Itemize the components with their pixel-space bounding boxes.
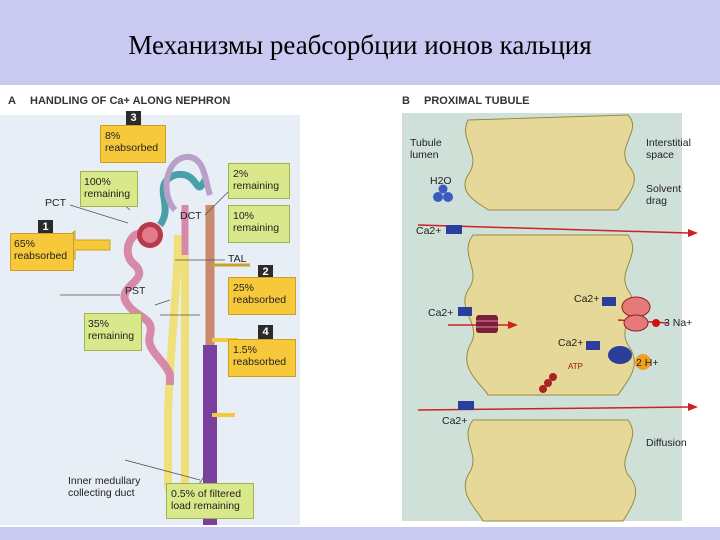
panel-proximal-tubule: B PROXIMAL TUBULE Tubule lumen Interstit… (388, 85, 720, 527)
nephron-diagram (0, 115, 300, 525)
box-number-1: 1 (38, 220, 53, 234)
label-tal: TAL (228, 253, 247, 265)
reabsorbed-box-3: 8% reabsorbed (100, 125, 166, 163)
remaining-2-text: 2% remaining (233, 168, 280, 192)
reabsorbed-box-2: 25% reabsorbed (228, 277, 296, 315)
remaining-box-10: 10% remaining (228, 205, 290, 243)
panel-a-letter: A (8, 95, 16, 107)
panel-b-letter: B (402, 95, 410, 107)
box-number-2: 2 (258, 265, 273, 279)
solvent-drag-label: Solvent drag (646, 183, 682, 207)
box-number-3: 3 (126, 111, 141, 125)
ca-label-1: Ca2+ (416, 225, 442, 237)
ca-label-4: Ca2+ (558, 337, 584, 349)
final-remaining-text: 0.5% of filtered load remaining (171, 488, 242, 512)
reabsorbed-4-text: 1.5% reabsorbed (233, 344, 287, 368)
na-label: 3 Na+ (664, 317, 693, 329)
ca-label-2: Ca2+ (428, 307, 454, 319)
label-pct: PCT (45, 197, 66, 209)
page-title: Механизмы реабсорбции ионов кальция (128, 30, 592, 60)
tubule-lumen-label: Tubule lumen (410, 137, 442, 161)
ca-label-3: Ca2+ (574, 293, 600, 305)
label-dct: DCT (180, 210, 202, 222)
interstitial-space-label: Interstitial space (646, 137, 691, 161)
remaining-box-100: 100% remaining (80, 171, 138, 207)
remaining-10-text: 10% remaining (233, 210, 280, 234)
panel-nephron: A HANDLING OF Ca+ ALONG NEPHRON 3 8% rea… (0, 85, 388, 527)
reabsorbed-box-4: 1.5% reabsorbed (228, 339, 296, 377)
h-label: 2 H+ (636, 357, 659, 369)
proximal-tubule-diagram (402, 113, 698, 522)
reabsorbed-2-text: 25% reabsorbed (233, 282, 287, 306)
reabsorbed-1-text: 65% reabsorbed (14, 238, 68, 262)
panel-a-heading: HANDLING OF Ca+ ALONG NEPHRON (30, 95, 231, 107)
atp-label: ATP (568, 362, 583, 371)
box-number-4: 4 (258, 325, 273, 339)
label-pst: PST (125, 285, 146, 297)
diffusion-label: Diffusion (646, 437, 687, 449)
reabsorbed-box-1: 65% reabsorbed (10, 233, 74, 271)
remaining-35-text: 35% remaining (88, 318, 135, 342)
final-remaining-box: 0.5% of filtered load remaining (166, 483, 254, 519)
remaining-box-2: 2% remaining (228, 163, 290, 199)
reabsorbed-3-text: 8% reabsorbed (105, 130, 159, 154)
ca-label-5: Ca2+ (442, 415, 468, 427)
label-imcd: Inner medullary collecting duct (68, 475, 141, 499)
remaining-box-35: 35% remaining (84, 313, 142, 351)
h2o-label: H2O (430, 175, 452, 187)
panel-b-heading: PROXIMAL TUBULE (424, 95, 530, 107)
remaining-100-text: 100% remaining (84, 176, 131, 200)
